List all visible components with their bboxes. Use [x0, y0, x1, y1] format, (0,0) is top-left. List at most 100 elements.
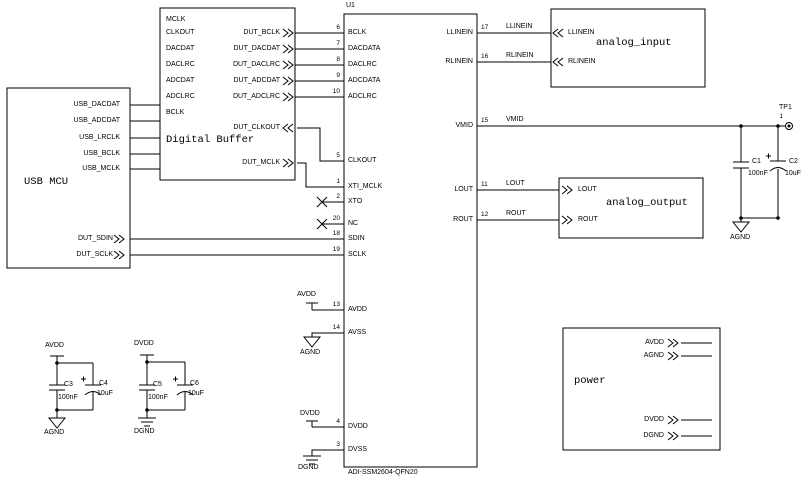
u1-pin-number: 19 [332, 246, 340, 253]
buffer-title: Digital Buffer [166, 134, 255, 146]
cap-c3-icon[interactable] [49, 384, 65, 391]
output-port-arrow-icon [282, 60, 294, 70]
cap-refdes: C6 [190, 380, 199, 387]
buffer-output-label: DUT_ADCLRC [232, 93, 280, 100]
buffer-output-label: DUT_DACDAT [233, 45, 280, 52]
cap-c1-icon[interactable] [733, 161, 749, 169]
u1-pin-name: VMID [455, 122, 474, 129]
u1-pin-number: 8 [336, 56, 340, 63]
net-label-avdd: AVDD [45, 342, 64, 349]
analog-input-block[interactable] [550, 8, 706, 88]
u1-pin-name: LOUT [454, 186, 473, 193]
buffer-to-u1-wires [295, 32, 344, 98]
buffer-output-label: DUT_ADCDAT [233, 77, 280, 84]
dvss-wire [311, 449, 344, 456]
u1-codec-block[interactable] [343, 13, 478, 468]
net-label: LLINEIN [506, 23, 533, 30]
cap-refdes: C3 [64, 381, 73, 388]
output-port-arrow-icon [282, 44, 294, 54]
cap-value: 10uF [188, 390, 204, 397]
net-label-dvdd: DVDD [134, 340, 154, 347]
output-port-arrow-icon [667, 431, 679, 441]
output-port-arrow-icon [561, 215, 573, 225]
cap-value: 100nF [58, 394, 78, 401]
u1-pin-number: 1 [336, 178, 340, 185]
u1-pin-number: 7 [336, 40, 340, 47]
cap-c6-icon[interactable] [173, 376, 194, 396]
cap-c2-icon[interactable] [766, 153, 787, 172]
analog-output-port-label: LOUT [578, 186, 597, 193]
analog-output-block[interactable] [558, 177, 704, 239]
net-label-agnd: AGND [44, 429, 65, 436]
usb-mcu-port-label: DUT_SCLK [76, 251, 113, 258]
lineout-wires [477, 189, 559, 221]
net-label: ROUT [506, 210, 526, 217]
net-label: VMID [506, 116, 524, 123]
buffer-output-label: DUT_CLKOUT [233, 124, 280, 131]
usb-to-buffer-wires [130, 104, 160, 170]
testpoint-pin-number: 1 [779, 113, 783, 120]
linein-wires [477, 32, 551, 63]
port-arrows [113, 28, 679, 441]
testpoint-tp1-icon[interactable] [785, 122, 793, 130]
net-label-dvdd: DVDD [300, 410, 320, 417]
u1-pin-number: 18 [332, 230, 340, 237]
cap-c5-icon[interactable] [139, 384, 155, 391]
agnd-triangle-icon [731, 221, 751, 233]
output-port-arrow-icon [282, 92, 294, 102]
power-title: power [574, 375, 606, 387]
usb-mcu-port-label: DUT_SDIN [77, 235, 113, 242]
net-label-dgnd: DGND [134, 428, 155, 435]
dvdd-cap-group-wires [140, 354, 186, 418]
cap-refdes: C4 [99, 380, 108, 387]
input-port-arrow-icon [552, 28, 564, 38]
output-port-arrow-icon [282, 76, 294, 86]
u1-pin-name: AVDD [348, 306, 367, 313]
avdd-pin13-wire [306, 302, 344, 311]
ground-symbols [47, 221, 751, 465]
buffer-input-label: MCLK [166, 16, 186, 23]
input-port-arrow-icon [552, 57, 564, 67]
digital-buffer-block[interactable] [159, 7, 296, 181]
u1-pin-number: 10 [332, 88, 340, 95]
usb-mcu-block[interactable] [6, 87, 131, 269]
output-port-arrow-icon [282, 158, 294, 168]
power-port-stubs [681, 342, 712, 437]
net-label-agnd: AGND [300, 349, 321, 356]
avdd-cap-group-wires [50, 355, 94, 418]
usb-mcu-pin-label: USB_ADCDAT [73, 117, 120, 124]
component-boxes [6, 7, 721, 468]
net-label-avdd: AVDD [297, 291, 316, 298]
u1-pin-name: CLKOUT [348, 157, 377, 164]
dut-mclk-wire [297, 162, 344, 188]
output-port-arrow-icon [667, 338, 679, 348]
u1-pin-name: BCLK [348, 29, 367, 36]
u1-pin-number: 14 [332, 324, 340, 331]
u1-pin-name: XTO [348, 198, 363, 205]
usb-mcu-pin-label: USB_BCLK [83, 150, 120, 157]
cap-refdes: C2 [789, 158, 798, 165]
usb-mcu-pin-label: USB_DACDAT [73, 101, 120, 108]
cap-refdes: C5 [153, 381, 162, 388]
power-block[interactable] [562, 327, 721, 451]
junction-dots [55, 124, 780, 412]
u1-pin-number: 4 [336, 418, 340, 425]
u1-pin-name: SDIN [348, 235, 365, 242]
u1-pin-number: 20 [332, 215, 340, 222]
cap-refdes: C1 [752, 158, 761, 165]
u1-pin-number: 16 [481, 53, 489, 60]
power-port-label: AVDD [645, 339, 664, 346]
usb-mcu-pin-label: USB_MCLK [82, 165, 120, 172]
agnd-triangle-icon [47, 417, 67, 429]
cap-c4-icon[interactable] [81, 376, 102, 396]
buffer-output-label: DUT_DACLRC [232, 61, 280, 68]
u1-pin-name: ROUT [453, 216, 473, 223]
wires [50, 32, 785, 456]
dvdd-pin4-wire [306, 420, 344, 428]
capacitor-symbols [49, 153, 787, 396]
analog-input-port-label: RLINEIN [568, 58, 596, 65]
no-connect-x-icon [316, 196, 328, 208]
u1-pin-name: AVSS [348, 329, 367, 336]
u1-pin-name: LLINEIN [446, 29, 473, 36]
